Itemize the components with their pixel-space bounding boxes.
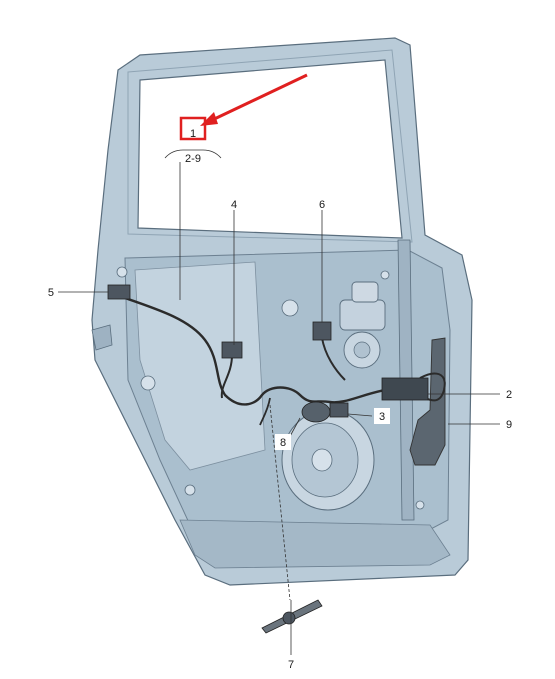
callout-6: 6 [319,199,325,211]
callout-3: 3 [379,411,385,423]
window-opening [137,59,403,239]
door-handle-grip [409,337,446,466]
highlight-box [179,116,207,141]
callout-8-bg [275,434,291,450]
bottom-trim [179,519,451,569]
window-motor [339,281,386,369]
callout-1: 1 [190,128,196,140]
mount-hole [140,375,156,391]
callout-9: 9 [506,419,512,431]
callout-5: 5 [48,287,54,299]
connector-2 [381,377,429,401]
red-arrow [200,73,308,126]
callout-7: 7 [288,659,294,671]
mount-hole [116,266,128,278]
mount-hole [415,500,425,510]
mount-hole [281,299,299,317]
wiring-harness [107,284,446,426]
callout-2: 2 [506,389,512,401]
grommet-8 [301,401,331,423]
door-assembly [91,37,473,586]
mount-hole [184,484,196,496]
connector-3 [329,402,349,418]
callout-8: 8 [280,437,286,449]
callout-3-bg [374,408,390,424]
connector-5 [107,284,131,300]
callout-4: 4 [231,199,237,211]
window-frame-rim [127,49,413,243]
harness-branch [321,337,346,381]
harness-branch [220,354,233,399]
leader-lines [58,149,500,655]
harness-wire [124,296,386,406]
connector-4 [221,341,243,359]
harness-loop [419,372,446,402]
connector-6 [312,321,332,341]
callout-1-range: 2-9 [185,153,201,165]
mount-hole [380,270,390,280]
speaker [281,409,375,511]
edge-bracket [91,324,113,351]
cable-tie [261,599,323,634]
harness-branch [259,397,271,426]
